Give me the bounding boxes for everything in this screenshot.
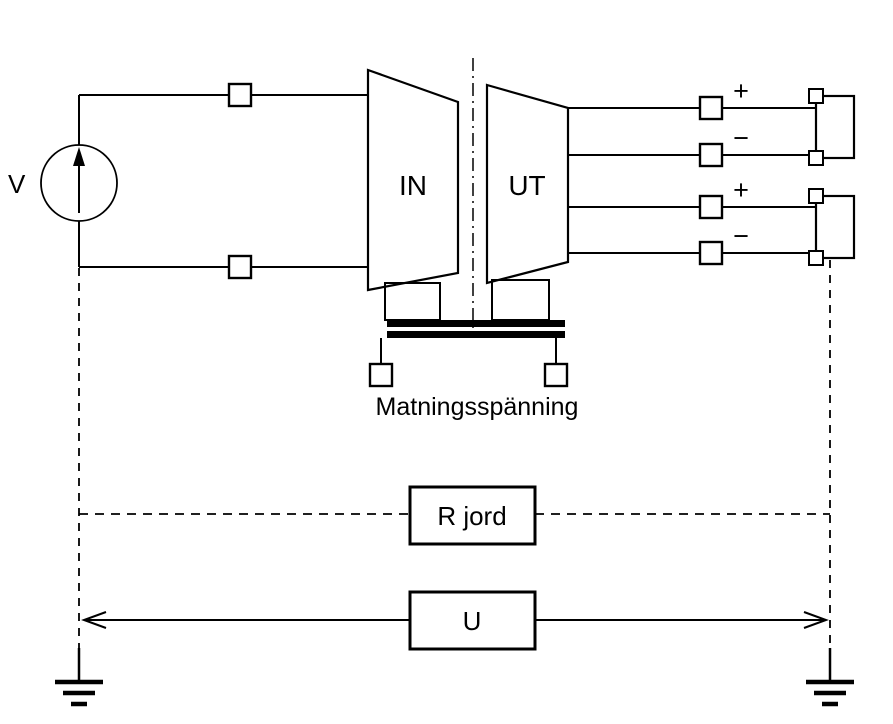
output-stage-label: UT (508, 170, 545, 201)
input-stage-shape (366, 68, 460, 292)
output-polarity-1: + (733, 76, 749, 106)
output-terminal-2 (698, 142, 724, 168)
primary-winding (384, 282, 441, 321)
secondary-winding (491, 279, 550, 321)
ground-resistance-box (408, 485, 537, 546)
output-terminal-4 (698, 240, 724, 266)
supply-voltage-label: Matningsspänning (376, 393, 579, 421)
output-terminal-3 (698, 194, 724, 220)
output-polarity-4: − (733, 221, 749, 251)
voltage-label: U (463, 606, 482, 636)
ground-symbol-right (806, 648, 854, 707)
arrowhead-left (81, 611, 107, 629)
ground-resistance-label: R jord (437, 501, 506, 531)
input-terminal-top (227, 82, 253, 108)
transformer-core-bar-top (387, 320, 565, 327)
load-pad-top-1 (808, 88, 824, 104)
load-resistor-top (814, 94, 856, 160)
voltage-source-label: V (8, 169, 26, 199)
voltage-box (408, 590, 537, 651)
output-terminal-1 (698, 95, 724, 121)
output-stage-shape (485, 83, 570, 285)
load-pad-bottom-1 (808, 150, 824, 166)
transformer-core-bar-bottom (387, 331, 565, 338)
ground-symbol-left (55, 648, 103, 707)
voltage-source-arrowhead (73, 147, 85, 166)
supply-terminal-right (543, 362, 569, 388)
output-polarity-2: − (733, 123, 749, 153)
output-polarity-3: + (733, 175, 749, 205)
supply-terminal-left (368, 362, 394, 388)
input-terminal-bottom (227, 254, 253, 280)
arrowhead-right (803, 611, 829, 629)
load-resistor-bottom (814, 194, 856, 260)
input-stage-label: IN (399, 170, 427, 201)
load-pad-bottom-2 (808, 250, 824, 266)
load-pad-top-2 (808, 188, 824, 204)
